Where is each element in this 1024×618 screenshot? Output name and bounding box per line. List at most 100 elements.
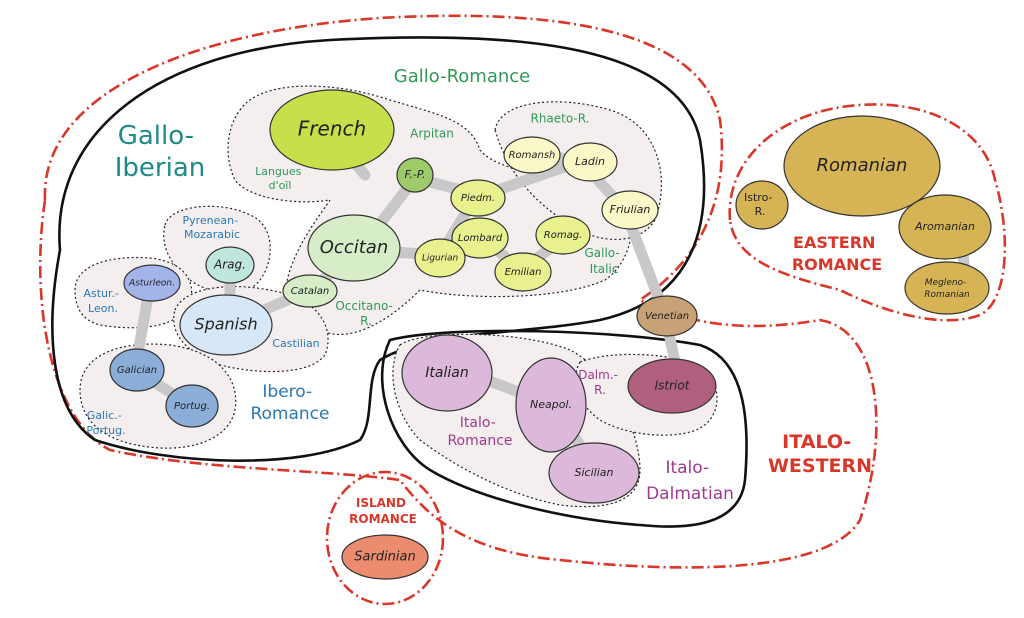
label-asturleon: Asturleon.	[128, 279, 175, 289]
node-romansh	[503, 136, 561, 174]
label-rhaeto: Rhaeto-R.	[530, 112, 589, 126]
gallo-iberian-line1: Gallo-	[118, 121, 194, 151]
label-sardinian: Sardinian	[354, 550, 415, 565]
node-ladin	[562, 142, 618, 182]
label-piedm: Piedm.	[461, 193, 495, 204]
gallo-iberian-outline	[51, 36, 706, 462]
eastern-line1: EASTERN	[793, 233, 875, 252]
node-romag	[535, 215, 591, 255]
group-labels: Gallo- Iberian Gallo-Romance Langues d'o…	[83, 66, 882, 526]
dalm-line1: Dalm.-	[578, 368, 618, 382]
label-emilian: Emilian	[505, 267, 542, 278]
node-neapol	[515, 357, 587, 453]
label-dalm: Dalm.- R.	[578, 368, 622, 397]
node-piedm	[450, 179, 506, 217]
node-occitan	[307, 214, 401, 282]
label-french: French	[298, 117, 366, 141]
label-ligurian: Ligurian	[422, 254, 459, 264]
label-sicilian: Sicilian	[575, 466, 614, 479]
node-aromanian	[898, 194, 992, 260]
ibero-line1: Ibero-	[262, 382, 312, 402]
italo-dalmatian-line1: Italo-	[665, 458, 709, 478]
node-friulian	[601, 190, 659, 230]
node-portug	[165, 384, 219, 428]
megleno-line2: Romanian	[924, 290, 970, 300]
italo-romance-line2: Romance	[447, 433, 512, 449]
dalm-line2: R.	[594, 383, 606, 397]
label-eastern-romance: EASTERN ROMANCE	[792, 233, 882, 274]
label-spanish: Spanish	[194, 315, 257, 334]
label-neapol: Neapol.	[530, 398, 572, 411]
eastern-line2: ROMANCE	[792, 255, 882, 274]
eastern-romance-outline	[728, 103, 1007, 322]
node-french	[269, 89, 395, 171]
label-gallo-iberian: Gallo- Iberian	[115, 121, 206, 183]
megleno-line1: Megleno-	[925, 278, 967, 288]
language-nodes: French F.-P. Romansh Ladin Friulian Pied…	[109, 89, 992, 580]
label-gallo-romance: Gallo-Romance	[394, 66, 530, 87]
label-aromanian: Aromanian	[914, 220, 975, 233]
node-ligurian	[414, 238, 466, 278]
label-astur: Astur.- Leon.	[83, 287, 122, 315]
node-catalan	[282, 274, 338, 308]
istro-line2: R.	[755, 205, 766, 218]
node-istro	[735, 180, 789, 230]
node-romanian	[783, 115, 941, 217]
langues-line2: d'oïl	[269, 179, 292, 192]
label-fp: F.-P.	[405, 168, 426, 181]
label-langues-doil: Langues d'oïl	[255, 165, 305, 192]
label-arag: Arag.	[213, 258, 246, 272]
pyrenean-line2: Mozarabic	[184, 228, 240, 241]
island-line2: ROMANCE	[349, 512, 417, 526]
label-ibero-romance: Ibero- Romance	[250, 382, 329, 424]
pyrenean-line1: Pyrenean-	[182, 214, 238, 227]
island-line1: ISLAND	[356, 496, 406, 510]
label-pyrenean: Pyrenean- Mozarabic	[182, 214, 241, 241]
gallo-iberian-line2: Iberian	[115, 153, 206, 183]
label-istriot: Istriot	[655, 379, 691, 393]
node-arag	[205, 246, 255, 284]
label-romansh: Romansh	[509, 150, 556, 161]
label-romag: Romag.	[544, 230, 582, 241]
italo-western-line2: WESTERN	[768, 455, 872, 477]
label-italo-western: ITALO- WESTERN	[768, 431, 872, 477]
node-italian	[401, 334, 493, 412]
galic-line1: Galic.-	[87, 409, 122, 422]
label-island-romance: ISLAND ROMANCE	[349, 496, 417, 526]
island-romance-outline	[325, 470, 445, 606]
italo-dalmatian-line2: Dalmatian	[646, 484, 734, 504]
node-sicilian	[548, 442, 640, 504]
occitano-line1: Occitano-	[335, 299, 393, 313]
langues-line1: Langues	[255, 165, 302, 178]
label-occitan: Occitan	[320, 237, 388, 258]
astur-line1: Astur.-	[83, 287, 119, 300]
label-italo-dalmatian: Italo- Dalmatian	[646, 458, 734, 504]
node-fp	[396, 157, 434, 193]
italo-romance-line1: Italo-	[460, 415, 496, 431]
node-galician	[109, 348, 165, 392]
label-italian: Italian	[425, 365, 468, 381]
label-megleno: Megleno- Romanian	[924, 278, 970, 300]
label-occitano: Occitano- R.	[335, 299, 396, 328]
label-venetian: Venetian	[645, 311, 689, 322]
label-lombard: Lombard	[458, 233, 503, 244]
italo-western-outline	[38, 14, 878, 569]
label-castilian: Castilian	[272, 337, 319, 350]
italo-western-line1: ITALO-	[782, 431, 851, 453]
label-italo-romance: Italo- Romance	[447, 415, 512, 449]
label-galic-portug: Galic.- Portug.	[86, 409, 125, 437]
galic-line2: Portug.	[86, 424, 125, 437]
label-ladin: Ladin	[575, 155, 605, 168]
gallo-italic-line1: Gallo-	[584, 246, 619, 260]
node-venetian	[636, 295, 698, 337]
node-emilian	[494, 252, 552, 292]
label-gallo-italic: Gallo- Italic	[584, 246, 623, 276]
label-istro: Istro- R.	[744, 191, 776, 218]
label-friulian: Friulian	[610, 203, 651, 216]
node-sardinian	[341, 534, 429, 580]
label-catalan: Catalan	[291, 286, 329, 297]
node-megleno	[904, 261, 990, 315]
label-galician: Galician	[117, 365, 157, 376]
